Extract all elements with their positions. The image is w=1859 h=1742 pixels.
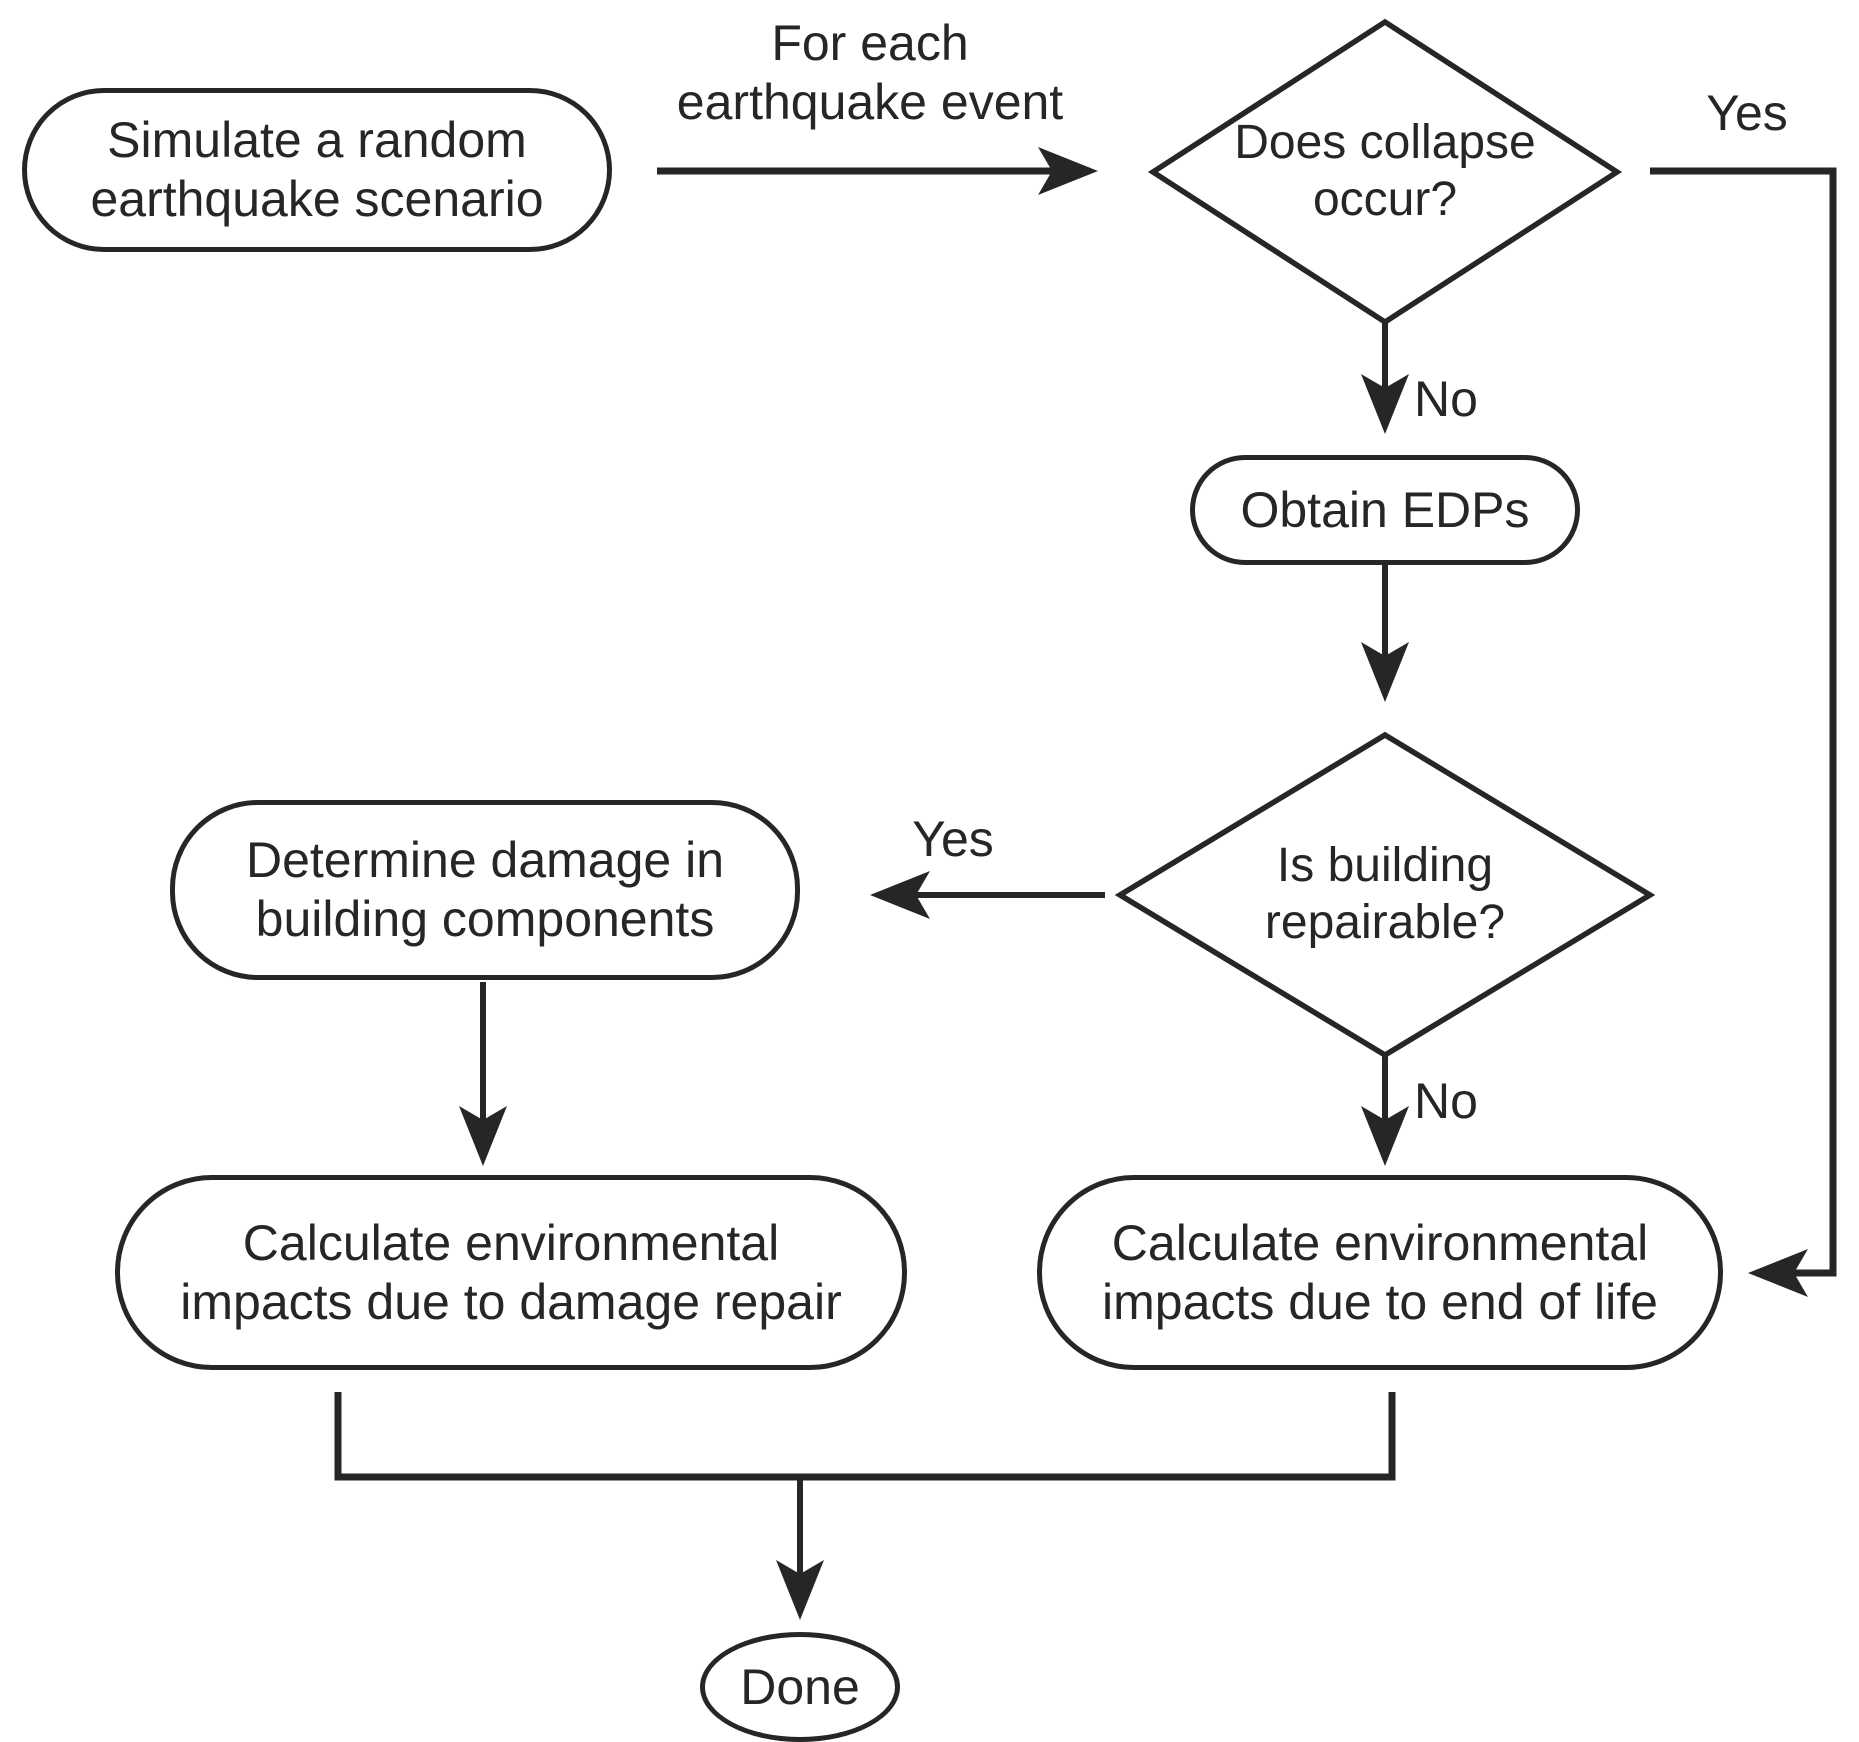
edge-label-line: earthquake event	[676, 74, 1064, 130]
merge-bracket	[334, 1392, 1396, 1481]
node-done: Done	[700, 1632, 900, 1742]
edge-label-for-each-earthquake-event: For each earthquake event	[630, 14, 1110, 132]
node-impacts-damage-repair: Calculate environmental impacts due to d…	[115, 1175, 907, 1370]
edge-label-line: For each	[771, 15, 969, 71]
node-label-line: impacts due to damage repair	[180, 1273, 842, 1330]
node-label-line: building components	[255, 891, 715, 947]
node-label-line: occur?	[1312, 173, 1458, 226]
node-determine-damage: Determine damage in building components	[170, 800, 800, 980]
node-impacts-end-of-life: Calculate environmental impacts due to e…	[1037, 1175, 1723, 1370]
node-obtain-edps: Obtain EDPs	[1190, 455, 1580, 565]
node-label-line: Obtain EDPs	[1240, 481, 1530, 538]
edge-label-collapse-no: No	[1414, 371, 1478, 427]
node-label-line: Determine damage in	[245, 832, 725, 888]
edge-label-repairable-yes: Yes	[912, 811, 994, 867]
node-label-line: Is building	[1276, 839, 1494, 893]
node-label-line: impacts due to end of life	[1102, 1273, 1658, 1330]
node-label-line: repairable?	[1264, 896, 1506, 949]
node-label-line: Simulate a random	[107, 112, 527, 168]
edge-label-collapse-yes: Yes	[1706, 85, 1788, 141]
node-label-line: Done	[740, 1658, 860, 1715]
collapse-decision-label: Does collapse occur?	[1153, 22, 1617, 322]
node-label-line: Calculate environmental	[1111, 1214, 1649, 1271]
node-label-line: Calculate environmental	[242, 1214, 780, 1271]
node-label-line: Does collapse	[1234, 116, 1536, 170]
node-simulate-earthquake: Simulate a random earthquake scenario	[22, 88, 612, 252]
edge-collapse-yes	[1650, 167, 1837, 1297]
node-label-line: earthquake scenario	[90, 171, 544, 227]
repairable-decision-label: Is building repairable?	[1120, 735, 1650, 1055]
edge-label-repairable-no: No	[1414, 1073, 1478, 1129]
